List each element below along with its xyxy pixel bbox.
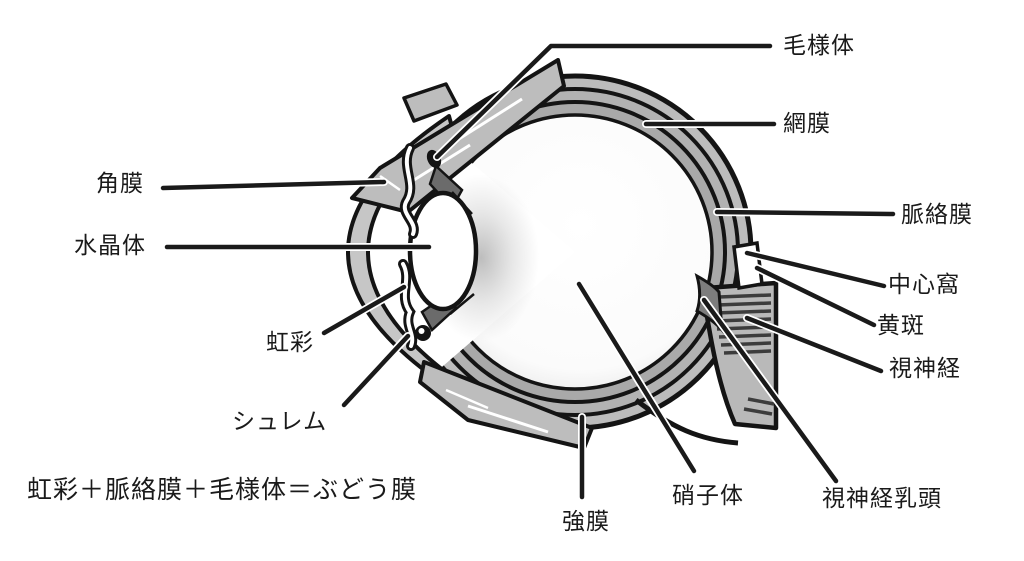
label-fovea: 中心窩 — [888, 271, 960, 297]
nerve-sheath-curve — [634, 398, 739, 446]
pointer-lines — [159, 42, 897, 501]
label-iris: 虹彩 — [266, 329, 314, 355]
label-uvea-formula: 虹彩＋脈絡膜＋毛様体＝ぶどう膜 — [27, 476, 418, 504]
label-optic-nerve: 視神経 — [889, 355, 961, 381]
pointer-optic-nerve — [744, 315, 884, 374]
label-macula: 黄斑 — [877, 312, 925, 338]
label-cornea: 角膜 — [96, 170, 144, 196]
label-ciliary-body: 毛様体 — [783, 32, 855, 58]
pointer-macula — [754, 265, 877, 328]
label-schlemm: シュレム — [232, 408, 328, 434]
muscle-slab-bottom — [418, 360, 594, 450]
label-sclera: 強膜 — [562, 508, 610, 534]
label-vitreous: 硝子体 — [672, 482, 744, 508]
label-retina: 網膜 — [783, 110, 831, 136]
pointer-fovea — [744, 250, 887, 289]
pointer-cornea — [160, 179, 387, 191]
iris-upper — [399, 143, 419, 239]
anterior-segment — [398, 143, 479, 351]
label-choroid: 脈絡膜 — [901, 201, 973, 227]
schlemm-canal-lumen — [418, 328, 425, 334]
pointer-vitreous — [576, 281, 697, 474]
label-lens: 水晶体 — [74, 232, 146, 258]
pointer-choroid — [714, 209, 896, 217]
pointer-schlemm — [341, 333, 411, 408]
pointer-ciliary-body — [434, 43, 773, 160]
pointer-optic-disc — [701, 297, 839, 484]
zonule-fiber-lower — [449, 293, 475, 315]
pointer-iris — [321, 284, 407, 336]
label-optic-disc: 視神経乳頭 — [822, 485, 942, 511]
muscle-tab — [402, 82, 459, 123]
